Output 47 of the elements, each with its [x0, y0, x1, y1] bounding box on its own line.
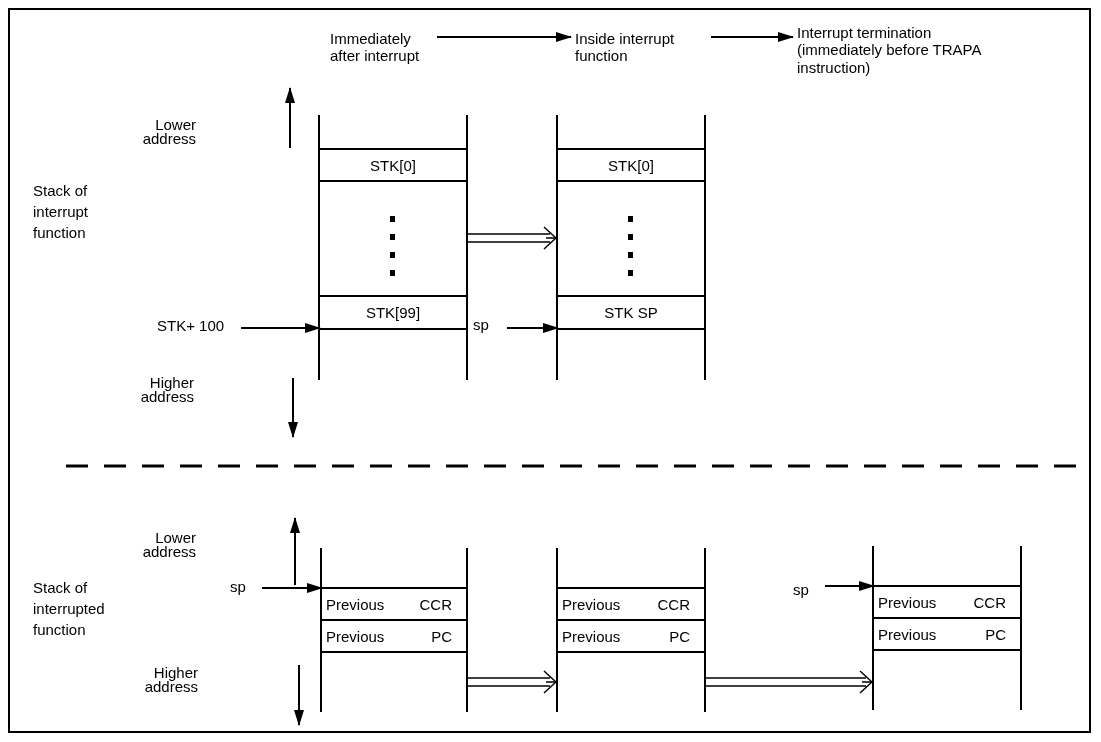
cell-text: Previous: [562, 628, 621, 644]
double-arrow: [467, 670, 557, 694]
stack-cell: [558, 148, 704, 182]
pointer-label: sp: [793, 581, 821, 599]
arrow: [506, 323, 559, 333]
double-arrow: [705, 670, 873, 694]
cell-text: PC: [985, 626, 1006, 642]
stack-column: [872, 546, 1022, 710]
stage-label: Inside interrupt function: [575, 30, 709, 65]
stack-cell: [558, 295, 704, 330]
arrow: [710, 32, 794, 42]
stack-label: Stack of interrupt function: [33, 181, 89, 243]
arrow: [261, 583, 323, 593]
pointer-label: sp: [473, 316, 503, 334]
cell-text: Previous: [878, 626, 937, 642]
stack-column: [318, 115, 468, 380]
stack-label: Stack of interrupted function: [33, 578, 105, 640]
cell-text: CCR: [419, 596, 452, 612]
pointer-label: sp: [230, 578, 258, 596]
double-arrow: [467, 226, 557, 250]
address-label: Lower address: [141, 531, 196, 560]
cell-text: STK[0]: [608, 157, 654, 173]
stack-cell: [320, 148, 466, 182]
cell-text: CCR: [973, 594, 1006, 610]
cell-text: Previous: [562, 596, 621, 612]
address-label: Lower address: [141, 118, 196, 147]
cell-text: PC: [431, 628, 452, 644]
address-label: Higher address: [139, 376, 194, 405]
cell-text: CCR: [657, 596, 690, 612]
stack-cell: [320, 295, 466, 330]
pointer-label: STK+ 100: [157, 317, 237, 335]
cell-text: Previous: [878, 594, 937, 610]
stage-label: Immediately after interrupt: [330, 30, 435, 65]
cell-text: STK[99]: [365, 305, 421, 320]
arrow: [824, 581, 875, 591]
stack-column: [320, 548, 468, 712]
stack-column: [556, 115, 706, 380]
cell-text: Previous: [326, 628, 385, 644]
stack-column: [556, 548, 706, 712]
address-label: Higher address: [143, 666, 198, 695]
cell-text: STK SP: [604, 305, 658, 320]
arrow: [240, 323, 321, 333]
cell-text: STK[0]: [370, 157, 416, 173]
arrow: [436, 32, 572, 42]
cell-text: Previous: [326, 596, 385, 612]
stage-label: Interrupt termination (immediately before TRAPA instruction): [797, 24, 982, 76]
cell-text: PC: [669, 628, 690, 644]
